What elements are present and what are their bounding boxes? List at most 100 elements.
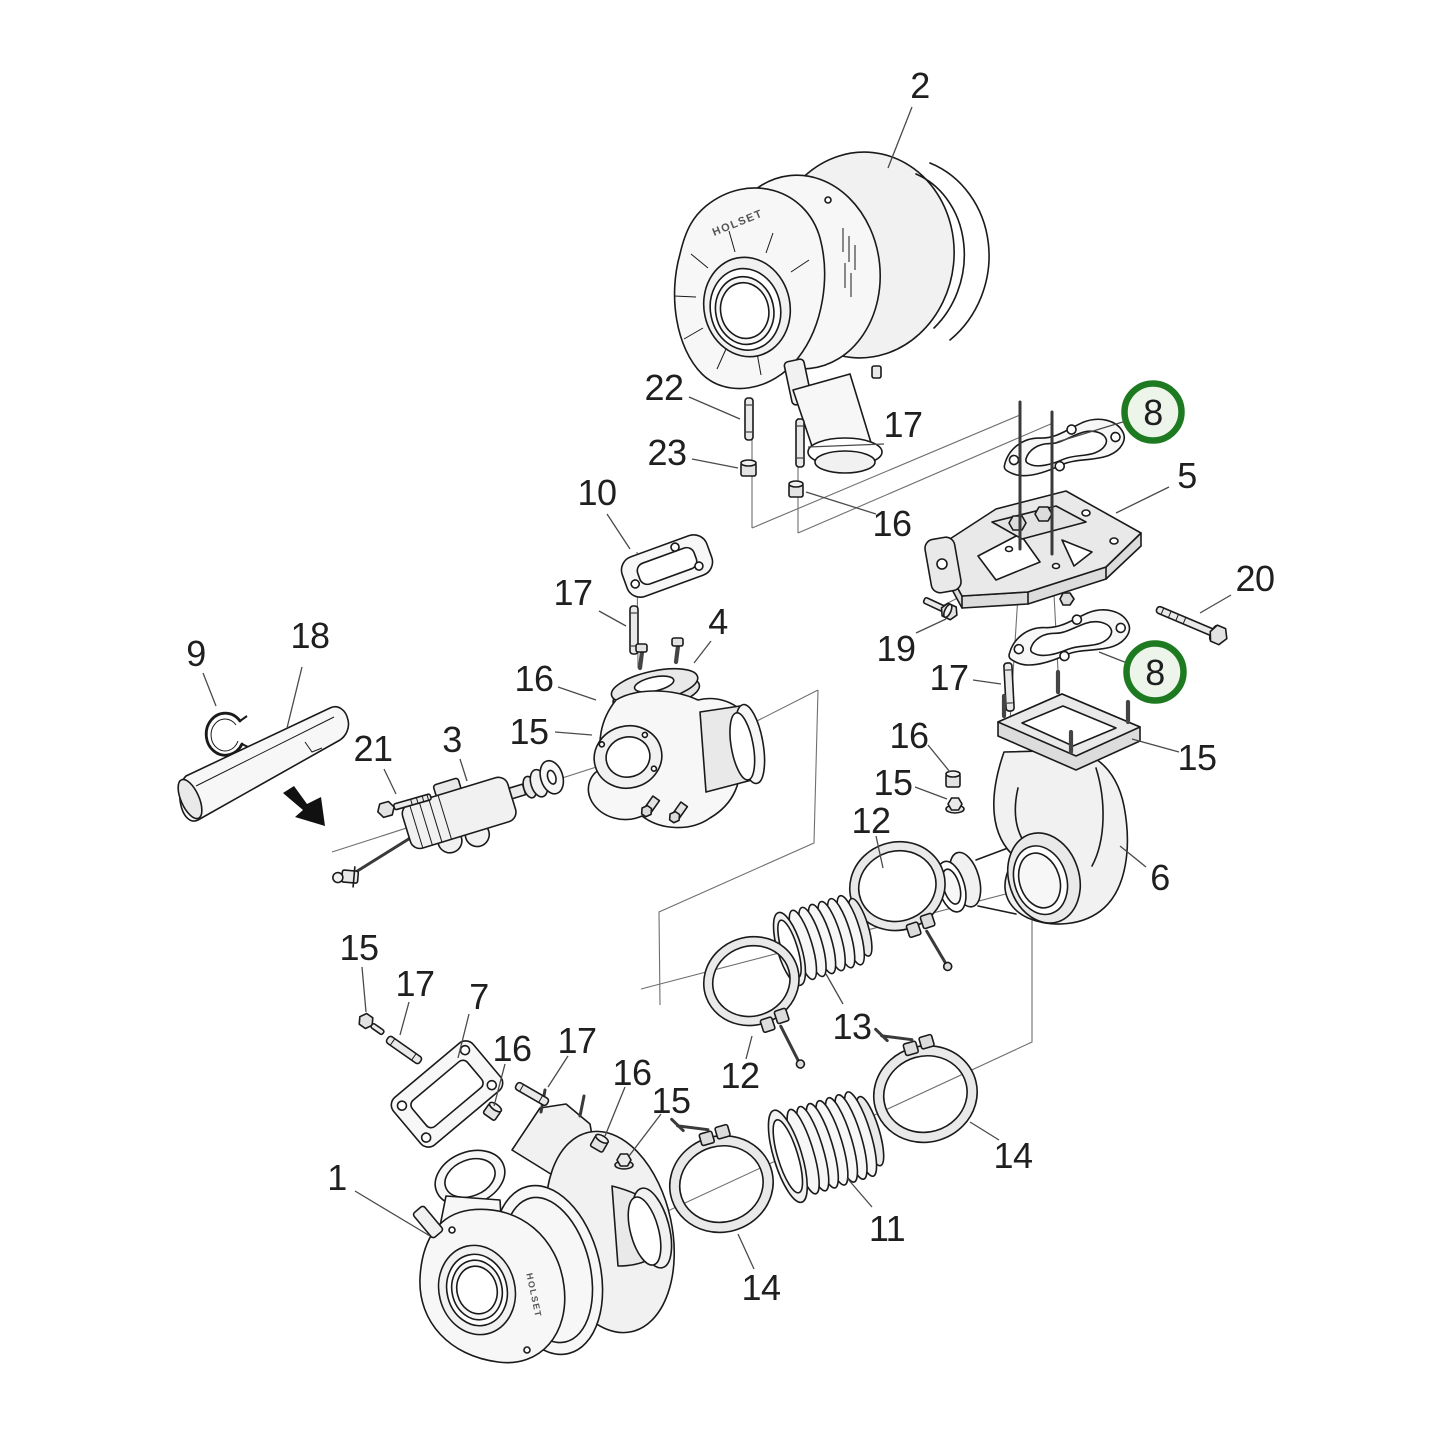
- highlight-ring[interactable]: [1123, 640, 1187, 704]
- leader-part-18: [286, 666, 303, 729]
- turbine-inlet-ring: [434, 1149, 506, 1207]
- part-label-14-29: 14: [741, 1267, 781, 1308]
- leader-part-2: [887, 106, 913, 169]
- part-label-17-3: 17: [883, 404, 923, 445]
- part-4-valve-housing: [587, 637, 766, 829]
- part-3-actuator: [332, 759, 565, 888]
- leader-part-13: [825, 973, 844, 1005]
- part-label-16-8: 16: [514, 658, 554, 699]
- part-label-19-17: 19: [876, 628, 916, 669]
- part-label-21-12: 21: [353, 728, 393, 769]
- leader-part-17: [598, 610, 627, 627]
- leader-part-7: [457, 1013, 470, 1059]
- svg-text:15: 15: [1177, 737, 1216, 778]
- part-2-turbocharger-upper: [673, 151, 990, 474]
- part-17-stud-e: [514, 1081, 550, 1107]
- part-label-23-2: 23: [647, 432, 687, 473]
- plate-stud-nut: [1059, 592, 1075, 606]
- part-label-17-31: 17: [395, 963, 435, 1004]
- svg-text:17: 17: [929, 657, 968, 698]
- turbine-inlet-bore: [702, 256, 792, 358]
- part-label-12-24: 12: [851, 800, 891, 841]
- leader-part-15: [628, 1113, 662, 1157]
- svg-text:5: 5: [1177, 455, 1197, 496]
- svg-text:18: 18: [290, 615, 329, 656]
- leader-part-6: [1119, 845, 1147, 868]
- leader-lines-layer: [202, 106, 1232, 1270]
- leader-part-16: [604, 1086, 626, 1137]
- svg-text:8: 8: [1145, 652, 1165, 693]
- part-16-nut-e: [589, 1133, 610, 1153]
- leader-part-9: [202, 672, 217, 707]
- part-label-12-26: 12: [720, 1055, 760, 1096]
- svg-text:16: 16: [612, 1052, 651, 1093]
- svg-text:12: 12: [720, 1055, 759, 1096]
- part-20-bolt: [1155, 605, 1228, 646]
- leader-part-20: [1199, 594, 1232, 614]
- leader-part-10: [606, 513, 631, 550]
- part-14-clamp-b: [873, 1027, 978, 1144]
- part-label-10-5: 10: [577, 472, 617, 513]
- flange-studs: [635, 637, 684, 671]
- highlighted-part-callout-8-19[interactable]: 8: [1123, 640, 1187, 704]
- part-1-turbocharger-lower: [412, 1088, 676, 1364]
- svg-text:13: 13: [832, 1006, 871, 1047]
- leader-part-4: [693, 640, 712, 664]
- outlet-vband-flange: [627, 1187, 673, 1269]
- part-18-heat-shield: [177, 705, 350, 822]
- part-17-stud-a: [795, 418, 805, 468]
- svg-text:10: 10: [577, 472, 616, 513]
- leader-part-21: [383, 768, 397, 795]
- construction-line-3: [797, 422, 1054, 534]
- part-label-15-21: 15: [873, 762, 913, 803]
- leader-part-17: [972, 679, 1002, 685]
- highlight-ring[interactable]: [1121, 380, 1185, 444]
- svg-text:3: 3: [442, 719, 462, 760]
- part-label-5-15: 5: [1177, 455, 1197, 496]
- leader-part-12: [745, 1035, 753, 1060]
- part-15-nut-b: [945, 797, 965, 814]
- part-label-15-22: 15: [1177, 737, 1217, 778]
- svg-text:15: 15: [509, 711, 548, 752]
- svg-text:15: 15: [651, 1080, 690, 1121]
- leader-part-15: [914, 786, 948, 800]
- leader-part-17: [399, 1001, 410, 1036]
- svg-text:17: 17: [553, 572, 592, 613]
- svg-text:16: 16: [889, 715, 928, 756]
- construction-line-7: [752, 689, 819, 724]
- leader-part-17: [547, 1055, 569, 1088]
- part-label-16-20: 16: [889, 715, 929, 756]
- svg-text:4: 4: [708, 601, 728, 642]
- svg-text:15: 15: [339, 927, 378, 968]
- svg-text:16: 16: [514, 658, 553, 699]
- svg-text:6: 6: [1150, 857, 1170, 898]
- svg-text:16: 16: [492, 1028, 531, 1069]
- part-label-11-28: 11: [869, 1208, 906, 1249]
- actuator-rod-end: [332, 866, 360, 888]
- part-label-2-0: 2: [910, 65, 930, 106]
- elbow-outlet-ring: [1007, 832, 1081, 924]
- part-label-15-36: 15: [651, 1080, 691, 1121]
- part-label-14-27: 14: [993, 1135, 1033, 1176]
- svg-text:14: 14: [741, 1267, 780, 1308]
- part-10-gasket: [620, 534, 714, 598]
- leader-part-17: [807, 443, 885, 448]
- part-16-nut-c: [945, 770, 961, 788]
- part-23-nut: [740, 459, 757, 477]
- part-label-9-10: 9: [186, 633, 206, 674]
- construction-line-2: [751, 414, 1021, 529]
- svg-text:20: 20: [1235, 558, 1274, 599]
- part-19-bolt: [922, 596, 958, 621]
- part-8-gasket-lower[interactable]: [1004, 606, 1133, 669]
- part-15-bolt-d: [358, 1012, 385, 1036]
- part-label-4-7: 4: [708, 601, 728, 642]
- svg-text:15: 15: [873, 762, 912, 803]
- svg-text:17: 17: [395, 963, 434, 1004]
- drain-fitting: [640, 795, 661, 818]
- part-17-stud-d: [385, 1035, 423, 1065]
- part-label-6-23: 6: [1150, 857, 1170, 898]
- highlighted-part-callout-8-14[interactable]: 8: [1121, 380, 1185, 444]
- svg-text:14: 14: [993, 1135, 1032, 1176]
